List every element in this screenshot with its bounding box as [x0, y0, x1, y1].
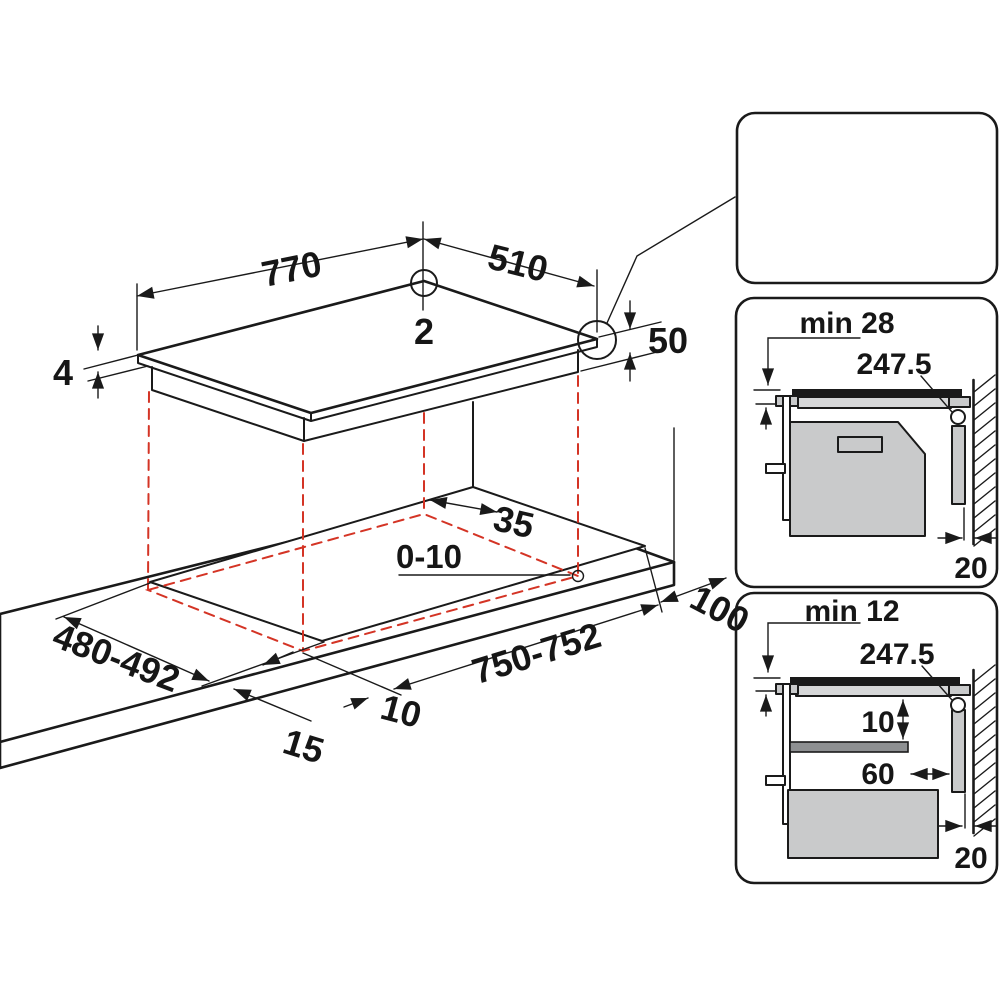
arrow-line: [343, 697, 369, 710]
dim-label-0-10: 0-10: [396, 538, 462, 575]
worktop-isometric: [0, 401, 676, 770]
cabinet-bracket: [765, 463, 786, 474]
ext-line: [302, 652, 402, 696]
air-baffle: [951, 709, 966, 793]
hob-box: [151, 349, 579, 442]
ext-line: [644, 547, 663, 613]
intermediate-shelf: [789, 741, 909, 753]
dim-label-35: 35: [490, 497, 538, 546]
min-clearance-leader: [761, 622, 861, 673]
dim-label-510: 510: [484, 236, 552, 290]
shelf-gap-label: 10: [861, 706, 894, 739]
hob-tray-section: [797, 396, 952, 409]
ref-line: [83, 353, 143, 370]
hob-footprint-projection: [144, 375, 582, 653]
detail-panel-shelf: min 12 10 60 247.5: [734, 591, 999, 885]
min-clearance-leader: [761, 337, 861, 386]
dim-line: [429, 496, 498, 516]
drawer-section: [787, 789, 939, 859]
callout-leader: [606, 196, 736, 324]
dimension-glass-thickness-4: 4: [53, 325, 149, 399]
dim-line: [63, 616, 210, 682]
dimension-corner-play-0-10: 0-10: [396, 538, 571, 576]
dim-line: [423, 237, 595, 288]
detail-panel-corner: [735, 111, 999, 285]
dimension-front-play-10: 10: [343, 686, 426, 736]
hob-tray-section: [795, 684, 952, 697]
hob-glass-top: [136, 279, 599, 415]
hob-glass-section: [792, 389, 962, 396]
corner-play-marker: [571, 569, 585, 583]
detail-panel-oven: min 28 247.5 20: [734, 296, 999, 589]
wall-hatching: [973, 374, 996, 547]
panel-corner-border: [735, 111, 999, 285]
hob-footprint-outline: [144, 512, 582, 653]
projection-left: [147, 391, 150, 591]
panel-shelf-border: [734, 591, 999, 885]
wall-gap-label: 20: [954, 842, 987, 875]
panel-oven-border: [734, 296, 999, 589]
dim-label-770: 770: [258, 243, 325, 295]
dimension-box-height-50: 50: [580, 300, 688, 382]
hob-glass-thickness: [137, 338, 598, 422]
dim-label-4: 4: [53, 352, 73, 393]
cabinet-side-panel: [782, 395, 791, 521]
dim-label-15: 15: [279, 721, 329, 772]
air-baffle: [951, 425, 966, 505]
dim-label-2: 2: [414, 311, 434, 352]
cabinet-bracket: [765, 775, 786, 786]
wall-hatching: [973, 664, 996, 837]
ref-line: [580, 350, 662, 372]
oven-vent: [837, 436, 883, 453]
dim-line: [393, 604, 659, 690]
dimension-rear-gap-2: 2: [410, 269, 438, 352]
worktop-front-edge: [0, 560, 676, 744]
front-corner-circle: [577, 320, 617, 360]
centre-distance-label: 247.5: [859, 638, 934, 671]
min-clearance-label: min 28: [799, 307, 894, 340]
ext-line: [55, 582, 151, 620]
centre-distance-leader: [920, 375, 953, 413]
hob-trim-right: [948, 684, 971, 696]
dim-line: [660, 577, 727, 603]
ref-line: [87, 365, 149, 382]
dim-label-100: 100: [684, 577, 756, 641]
fixing-point-marker: [950, 697, 966, 713]
rear-corner-circle: [410, 269, 438, 297]
hob-isometric: [136, 279, 599, 442]
corner-detail-callout: [577, 196, 736, 360]
dimension-rear-offset-35: 35: [429, 496, 538, 546]
dim-label-50: 50: [648, 320, 688, 361]
cabinet-side-panel: [782, 683, 791, 825]
wall-gap-label: 20: [954, 552, 987, 585]
hob-glass-section: [790, 677, 960, 684]
dim-line: [136, 236, 424, 299]
fixing-point-marker: [950, 409, 966, 425]
centre-distance-label: 247.5: [856, 348, 931, 381]
arrow-line: [262, 651, 294, 666]
oven-section: [789, 421, 926, 537]
centre-distance-leader: [921, 665, 953, 701]
hob-trim-right: [948, 396, 971, 408]
arrow-line: [233, 688, 312, 722]
cutout-outline: [149, 486, 646, 642]
shelf-inset-label: 60: [861, 758, 894, 791]
dim-label-10: 10: [377, 686, 426, 736]
dimension-side-margin-100: 100: [660, 577, 756, 641]
